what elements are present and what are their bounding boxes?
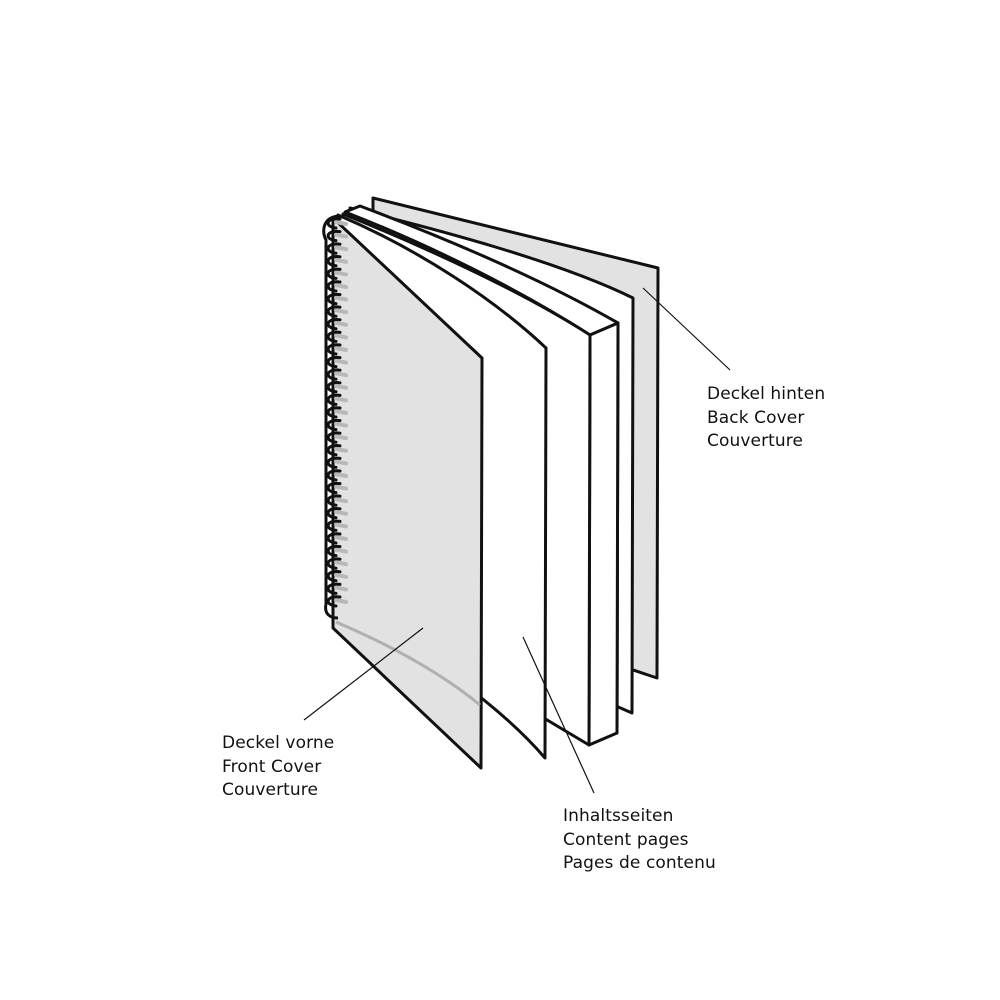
back-cover-label-en: Back Cover <box>707 407 805 428</box>
spiral-coil-back <box>334 308 348 315</box>
spiral-coil-back <box>334 346 348 352</box>
spiral-edge <box>322 214 339 620</box>
back-cover-label: Deckel hinten Back Cover Couverture <box>707 383 825 454</box>
spiral-coil <box>326 368 342 381</box>
back-cover-label-de: Deckel hinten <box>707 384 826 404</box>
front-cover-label-fr: Couverture <box>222 780 319 800</box>
hidden-page-edge <box>335 620 481 707</box>
spiral-coil-back <box>334 446 348 453</box>
spiral-coil <box>326 343 342 356</box>
spiral-coil <box>326 255 342 268</box>
spiral-coil <box>326 381 342 394</box>
spiral-coil-back <box>334 333 348 340</box>
spiral-coil-back <box>334 257 348 264</box>
spiral-coil <box>326 494 342 507</box>
spiral-coil <box>326 582 342 595</box>
spiral-coil-back <box>334 245 348 252</box>
spiral-coil <box>326 406 342 419</box>
spiral-coil-back <box>334 484 348 491</box>
spiral-coil-back <box>334 396 348 403</box>
spiral-coil <box>326 595 342 608</box>
spiral-coil <box>326 318 342 331</box>
spiral-binding <box>322 214 348 620</box>
spiral-coil <box>326 456 342 469</box>
spiral-coil-back <box>334 270 348 277</box>
content-pages-label-de: Inhaltsseiten <box>563 806 674 826</box>
spiral-coil <box>326 217 342 230</box>
content-pages-label-fr: Pages de contenu <box>563 853 716 873</box>
spiral-coil <box>326 481 342 495</box>
spiral-coil-back <box>334 535 348 541</box>
spiral-coil-back <box>334 283 348 289</box>
spiral-coil <box>326 469 342 482</box>
content-pages-label-en: Content pages <box>563 829 689 850</box>
spiral-coil <box>326 544 342 558</box>
back-cover-leader <box>642 287 731 371</box>
front-cover-label: Deckel vorne Front Cover Couverture <box>222 732 334 803</box>
spiral-coil-back <box>334 472 348 478</box>
spiral-coil <box>326 305 342 318</box>
spiral-coil <box>326 570 342 583</box>
spiral-coil-back <box>334 598 348 604</box>
spiral-coil-back <box>334 409 348 415</box>
spiral-coil <box>326 393 342 406</box>
spiral-coil-back <box>334 320 348 327</box>
spiral-coil <box>326 292 342 306</box>
spiral-coil-back <box>334 509 348 516</box>
spiral-coil-back <box>334 459 348 466</box>
content-pages-label: Inhaltsseiten Content pages Pages de con… <box>563 805 716 876</box>
spiral-coil <box>326 507 342 520</box>
spiral-coil-back <box>334 585 348 592</box>
spiral-coil-back <box>334 434 348 441</box>
spiral-coil-back <box>334 358 348 365</box>
spiral-coil <box>326 267 342 280</box>
spiral-coil <box>326 557 342 570</box>
spiral-coil-back <box>334 295 348 302</box>
spiral-coil-back <box>334 220 348 226</box>
front-cover-label-de: Deckel vorne <box>222 733 335 753</box>
spiral-coil <box>326 519 342 532</box>
spiral-coil-back <box>334 560 348 567</box>
spiral-coil-back <box>334 497 348 504</box>
spiral-coil-back <box>334 547 348 554</box>
spiral-coil-back <box>334 232 348 239</box>
content-pages-leader <box>522 636 595 794</box>
content-page-block-side <box>587 321 620 747</box>
spiral-coil-back <box>334 572 348 579</box>
spiral-coil-back <box>334 522 348 529</box>
spiral-coil <box>326 532 342 545</box>
spiral-coil <box>326 431 342 444</box>
spiral-coil <box>326 444 342 457</box>
back-cover-label-fr: Couverture <box>707 431 804 451</box>
spiral-coil <box>326 242 342 255</box>
spiral-coil <box>326 418 342 432</box>
spiral-coil <box>326 229 342 243</box>
spiral-coil-back <box>334 371 348 378</box>
spiral-coil <box>326 330 342 343</box>
spiral-coil <box>326 355 342 369</box>
spiral-coil <box>326 280 342 293</box>
spiral-coil-back <box>334 421 348 428</box>
front-cover-label-en: Front Cover <box>222 756 322 777</box>
front-cover-leader <box>303 627 424 721</box>
spiral-coil-back <box>334 383 348 390</box>
